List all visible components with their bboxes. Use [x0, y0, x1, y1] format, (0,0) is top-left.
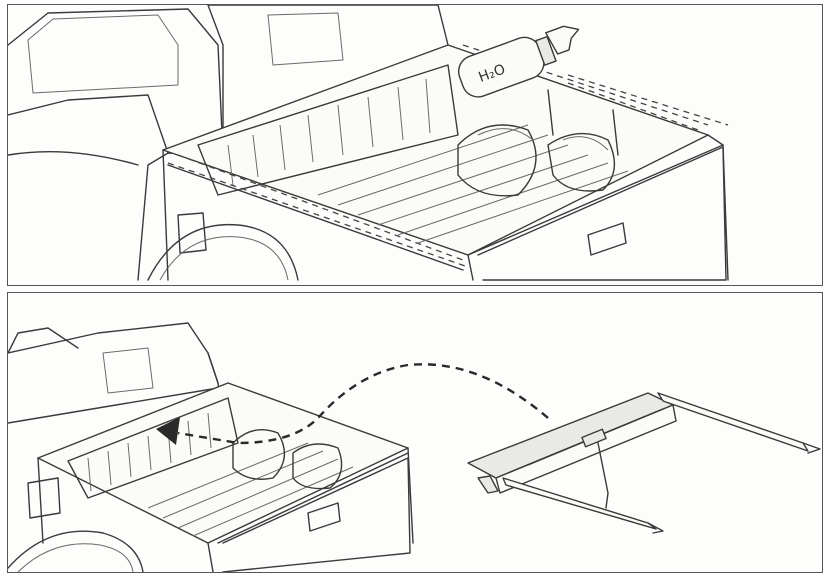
spray-bottle-icon: H₂O	[457, 25, 580, 98]
cover-install-illustration	[8, 322, 821, 572]
dashed-arrow-icon	[156, 363, 549, 445]
panel-spray-rails: H₂O	[7, 4, 823, 286]
truck-bed-spray-illustration: H₂O	[8, 5, 729, 281]
panel-install-cover	[7, 292, 823, 573]
truck-cab	[8, 5, 449, 281]
truck-bed	[162, 44, 729, 281]
tonneau-cover-assembly	[467, 392, 821, 534]
truck-bed	[37, 382, 414, 572]
